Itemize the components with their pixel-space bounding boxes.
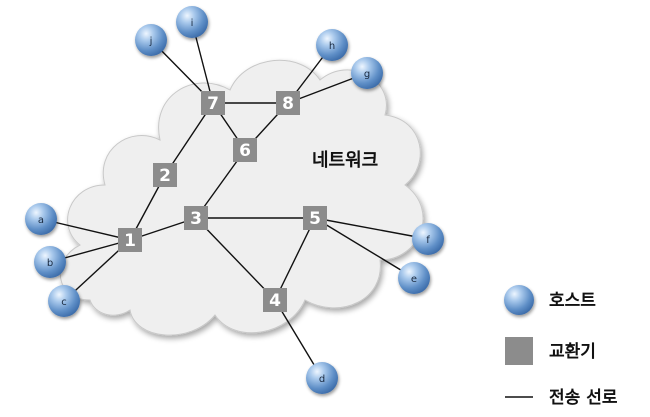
host-sphere-icon (316, 29, 348, 61)
host-label: f (426, 235, 430, 246)
legend-switch-icon (505, 337, 533, 365)
switch-label: 1 (124, 231, 136, 251)
legend-host-icon (504, 285, 534, 315)
host-label: a (38, 215, 44, 226)
legend-switch-label: 교환기 (549, 342, 596, 362)
host-f: f (412, 223, 444, 255)
switch-label: 5 (309, 209, 321, 229)
switch-label: 8 (282, 94, 294, 114)
host-a: a (25, 203, 57, 235)
host-sphere-icon (306, 362, 338, 394)
network-label: 네트워크 (312, 149, 378, 171)
host-label: e (411, 274, 417, 285)
host-d: d (306, 362, 338, 394)
switch-box (276, 91, 300, 115)
legend: 호스트 교환기 전송 선로 (504, 285, 618, 408)
host-sphere-icon (34, 246, 66, 278)
switch-box (263, 288, 287, 312)
host-sphere-icon (135, 24, 167, 56)
host-sphere-icon (412, 223, 444, 255)
switch-6: 6 (233, 138, 257, 162)
switch-2: 2 (153, 163, 177, 187)
host-label: j (149, 36, 153, 47)
host-label: d (319, 374, 325, 385)
switch-label: 7 (207, 94, 219, 114)
legend-host-label: 호스트 (549, 291, 596, 311)
link-5-e (314, 217, 415, 279)
network-cloud (59, 59, 424, 336)
link-4-5 (274, 217, 316, 301)
switch-5: 5 (303, 206, 327, 230)
switch-label: 3 (190, 209, 202, 229)
host-e: e (398, 262, 430, 294)
switch-box (303, 206, 327, 230)
host-c: c (48, 285, 80, 317)
host-label: i (191, 18, 194, 29)
host-b: b (34, 246, 66, 278)
host-label: b (47, 258, 53, 269)
switch-box (201, 91, 225, 115)
switch-label: 2 (159, 166, 171, 186)
host-i: i (176, 6, 208, 38)
host-sphere-icon (176, 6, 208, 38)
switch-box (233, 138, 257, 162)
host-sphere-icon (398, 262, 430, 294)
hosts-layer: a b c d e f g h i j (25, 6, 444, 394)
switch-4: 4 (263, 288, 287, 312)
switches-layer: 1 2 3 4 5 6 7 8 (118, 91, 327, 312)
host-sphere-icon (48, 285, 80, 317)
legend-link-label: 전송 선로 (549, 388, 618, 408)
host-label: g (364, 69, 370, 80)
link-3-4 (195, 217, 276, 301)
host-j: j (135, 24, 167, 56)
switch-label: 6 (239, 141, 251, 161)
switch-box (153, 163, 177, 187)
host-label: c (61, 297, 67, 308)
host-sphere-icon (351, 57, 383, 89)
link-5-f (314, 217, 429, 240)
switch-1: 1 (118, 228, 142, 252)
host-h: h (316, 29, 348, 61)
host-g: g (351, 57, 383, 89)
switch-box (118, 228, 142, 252)
switch-label: 4 (269, 291, 281, 311)
switch-box (184, 206, 208, 230)
switch-3: 3 (184, 206, 208, 230)
host-sphere-icon (25, 203, 57, 235)
switch-8: 8 (276, 91, 300, 115)
switch-7: 7 (201, 91, 225, 115)
host-label: h (329, 41, 335, 52)
